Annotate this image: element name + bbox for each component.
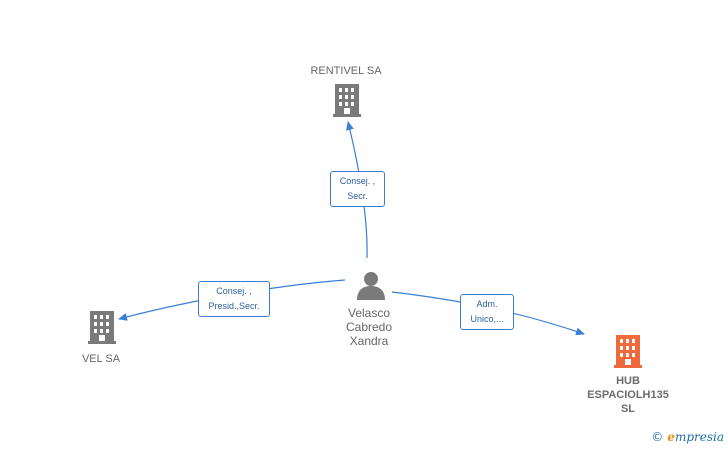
node-label-hub[interactable]: HUB ESPACIOLH135 SL [587, 375, 669, 415]
building-icon [333, 84, 361, 117]
building-icon [614, 335, 642, 368]
copyright-icon: © [651, 430, 664, 444]
node-label-vel[interactable]: VEL SA [81, 353, 121, 365]
edge-label-to-rentivel: Consej. , Secr. [330, 171, 385, 207]
edge-label-to-vel: Consej. , Presid.,Secr. [198, 281, 270, 317]
node-label-rentivel[interactable]: RENTIVEL SA [310, 65, 382, 77]
brand-logo: ©empresia [651, 430, 724, 444]
person-icon [357, 272, 385, 300]
building-icon [88, 311, 116, 344]
node-label-person[interactable]: Velasco Cabredo Xandra [345, 306, 393, 348]
edge-label-to-hub: Adm. Unico,... [460, 294, 514, 330]
